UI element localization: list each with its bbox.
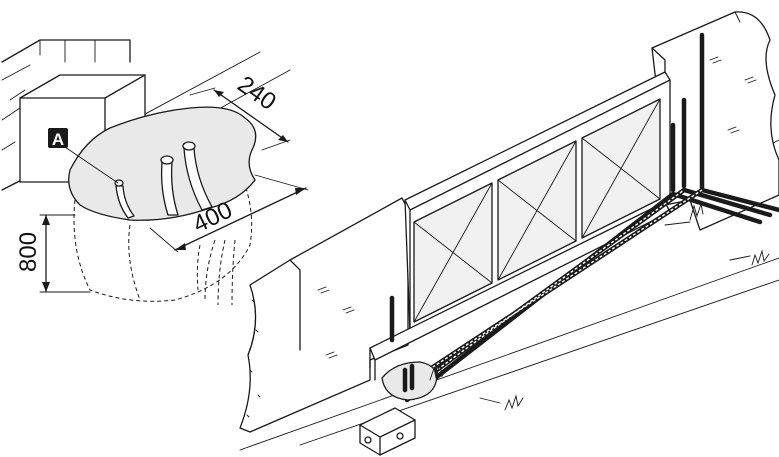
ground-line (239, 257, 779, 451)
grass-tufts (429, 202, 770, 411)
gate-scene (239, 11, 779, 456)
foundation-pit (73, 184, 253, 302)
width-label: 240 (233, 71, 281, 116)
depth-label: 800 (15, 232, 42, 272)
foundation-detail: 240 400 800 A (1, 39, 309, 306)
buried-cables (392, 187, 779, 403)
motor-base (381, 361, 438, 401)
callout-a: A (48, 128, 119, 184)
junction-box (359, 407, 416, 456)
left-wall (239, 197, 409, 433)
conduit-pipes (114, 141, 213, 219)
dimension-800: 800 (15, 214, 91, 293)
callout-badge (48, 128, 68, 148)
callout-letter: A (52, 130, 64, 149)
gate-leaf (369, 71, 671, 381)
